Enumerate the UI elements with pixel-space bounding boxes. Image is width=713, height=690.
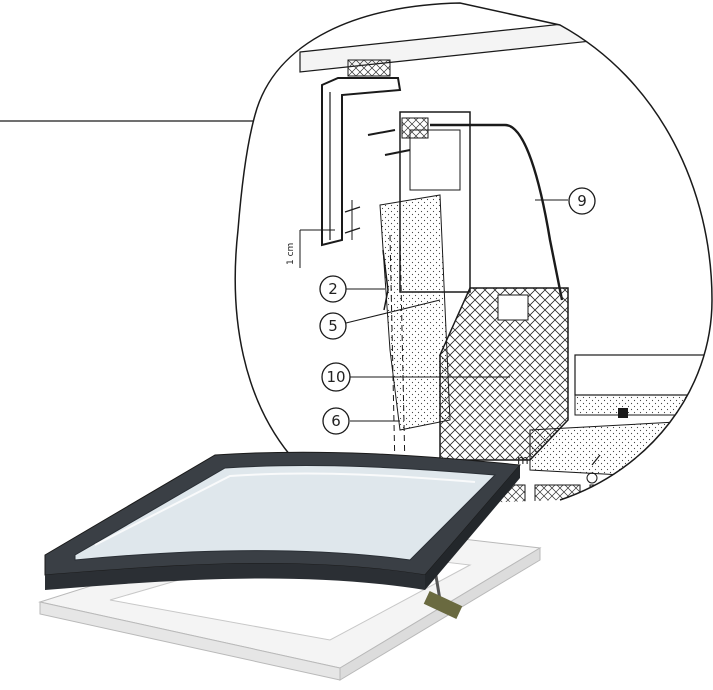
callout-5: 5 [319, 299, 441, 340]
callout-5-text: 5 [328, 317, 338, 335]
partial-label: m [517, 453, 529, 467]
callout-2-text: 2 [328, 280, 338, 298]
callout-2: 2 [319, 275, 385, 303]
callout-9: 9 [535, 187, 596, 215]
callout-10: 10 [321, 362, 510, 392]
dimension-label: 1 cm [286, 243, 296, 265]
section-detail [234, 2, 713, 505]
callout-6: 6 [322, 407, 400, 435]
callout-6-text: 6 [331, 412, 341, 430]
callout-10-text: 10 [326, 368, 345, 386]
callout-9-text: 9 [577, 192, 587, 210]
dimension-marker: 1 cm [286, 200, 361, 268]
skylight-render [38, 451, 542, 681]
